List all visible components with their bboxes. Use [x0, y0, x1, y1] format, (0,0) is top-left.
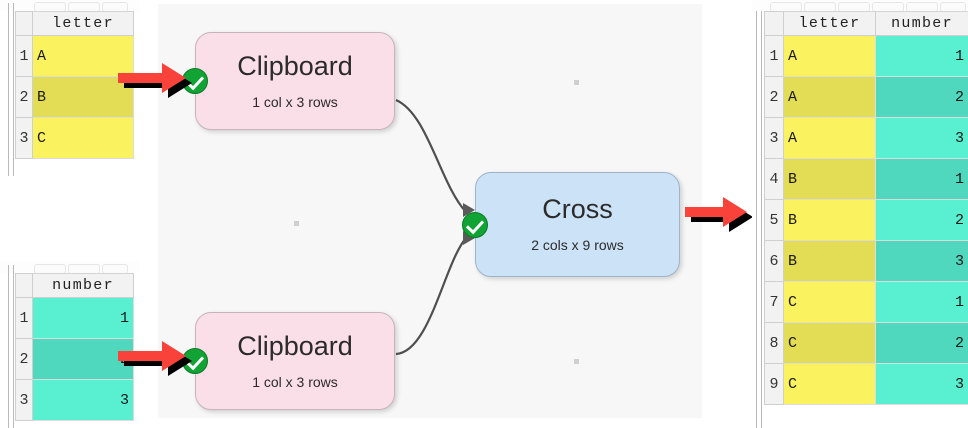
cell-number[interactable]: 1 [32, 297, 134, 339]
column-header-letter[interactable]: letter [32, 11, 134, 36]
row-header[interactable]: 8 [764, 322, 784, 364]
number-panel-toolbar[interactable] [0, 262, 140, 273]
panel-divider-2 [13, 3, 14, 176]
table-row[interactable]: 3 3 [15, 379, 134, 421]
cell-number[interactable]: 2 [875, 322, 968, 364]
cell-letter[interactable]: C [783, 322, 876, 364]
table-row[interactable]: 1 1 [15, 297, 134, 339]
table-row[interactable]: 1 A 1 [764, 35, 968, 77]
cell-letter[interactable]: B [783, 240, 876, 282]
row-header[interactable]: 3 [764, 117, 784, 159]
row-header[interactable]: 2 [15, 338, 33, 380]
number-input-panel: number 1 1 2 2 3 3 [0, 262, 140, 428]
red-arrow-right-icon-output [685, 192, 755, 238]
cell-letter[interactable]: C [783, 363, 876, 405]
table-row[interactable]: 7 C 1 [764, 281, 968, 323]
cell-number[interactable]: 1 [875, 35, 968, 77]
column-header-letter[interactable]: letter [783, 11, 876, 36]
node-subtitle: 1 col x 3 rows [252, 373, 338, 390]
node-title: Clipboard [237, 50, 353, 81]
row-header[interactable]: 2 [764, 76, 784, 118]
cell-letter[interactable]: C [32, 117, 134, 159]
output-panel-toolbar[interactable] [752, 0, 968, 11]
corner-header [15, 11, 33, 36]
table-row[interactable]: 5 B 2 [764, 199, 968, 241]
flow-canvas[interactable]: Clipboard 1 col x 3 rows Clipboard 1 col… [158, 4, 702, 418]
grid-dot [574, 80, 579, 85]
red-arrow-right-icon-bottom [118, 336, 192, 382]
row-header[interactable]: 3 [15, 117, 33, 159]
number-input-table[interactable]: number 1 1 2 2 3 3 [15, 273, 134, 421]
column-header-number[interactable]: number [32, 273, 134, 298]
panel-divider-2 [761, 11, 762, 428]
cell-letter[interactable]: B [783, 158, 876, 200]
table-row[interactable]: 3 A 3 [764, 117, 968, 159]
cell-number[interactable]: 1 [875, 281, 968, 323]
table-row[interactable]: 4 B 1 [764, 158, 968, 200]
cell-number[interactable]: 1 [875, 158, 968, 200]
corner-header [764, 11, 784, 36]
connector-clipboard-bottom-to-cross [395, 237, 467, 356]
letter-input-panel: letter 1 A 2 B 3 C [0, 0, 140, 176]
row-header[interactable]: 3 [15, 379, 33, 421]
node-subtitle: 2 cols x 9 rows [531, 237, 624, 253]
cell-letter[interactable]: C [783, 281, 876, 323]
panel-divider [756, 11, 757, 428]
node-cross[interactable]: Cross 2 cols x 9 rows [462, 172, 680, 277]
panel-divider [8, 265, 9, 428]
row-header[interactable]: 2 [15, 76, 33, 118]
cell-number[interactable]: 3 [32, 379, 134, 421]
cell-letter[interactable]: A [783, 76, 876, 118]
grid-dot [294, 221, 299, 226]
row-header[interactable]: 9 [764, 363, 784, 405]
panel-divider-2 [13, 265, 14, 428]
cell-letter[interactable]: A [783, 117, 876, 159]
cell-number[interactable]: 3 [875, 240, 968, 282]
table-row[interactable]: 2 2 [15, 338, 134, 380]
cell-letter[interactable]: B [32, 76, 134, 118]
letter-input-table[interactable]: letter 1 A 2 B 3 C [15, 11, 134, 159]
row-header[interactable]: 4 [764, 158, 784, 200]
node-clipboard-top[interactable]: Clipboard 1 col x 3 rows [182, 32, 395, 130]
row-header[interactable]: 5 [764, 199, 784, 241]
cell-number[interactable]: 2 [875, 76, 968, 118]
grid-dot [574, 359, 579, 364]
node-title: Clipboard [237, 330, 353, 361]
cross-output-panel: letter number 1 A 1 2 A 2 3 A 3 4 B 1 5 … [752, 0, 968, 428]
table-row[interactable]: 2 A 2 [764, 76, 968, 118]
connector-clipboard-top-to-cross [395, 98, 467, 213]
row-header[interactable]: 1 [15, 35, 33, 77]
letter-panel-toolbar[interactable] [0, 0, 140, 11]
row-header[interactable]: 1 [15, 297, 33, 339]
cell-number[interactable]: 2 [875, 199, 968, 241]
row-header[interactable]: 1 [764, 35, 784, 77]
red-arrow-right-icon-top [118, 58, 192, 104]
panel-divider [8, 3, 9, 176]
node-title: Cross [542, 194, 613, 224]
cross-output-table[interactable]: letter number 1 A 1 2 A 2 3 A 3 4 B 1 5 … [764, 11, 968, 405]
row-header[interactable]: 6 [764, 240, 784, 282]
table-row[interactable]: 9 C 3 [764, 363, 968, 405]
cell-letter[interactable]: B [783, 199, 876, 241]
cell-number[interactable]: 3 [875, 363, 968, 405]
row-header[interactable]: 7 [764, 281, 784, 323]
corner-header [15, 273, 33, 298]
cell-letter[interactable]: A [783, 35, 876, 77]
table-row[interactable]: 6 B 3 [764, 240, 968, 282]
check-circle-icon [462, 211, 488, 238]
node-clipboard-bottom[interactable]: Clipboard 1 col x 3 rows [182, 312, 395, 410]
table-row[interactable]: 2 B [15, 76, 134, 118]
node-subtitle: 1 col x 3 rows [252, 93, 338, 110]
connector-layer [395, 98, 467, 356]
column-header-number[interactable]: number [875, 11, 968, 36]
table-row[interactable]: 8 C 2 [764, 322, 968, 364]
table-row[interactable]: 1 A [15, 35, 134, 77]
cell-number[interactable]: 3 [875, 117, 968, 159]
table-row[interactable]: 3 C [15, 117, 134, 159]
